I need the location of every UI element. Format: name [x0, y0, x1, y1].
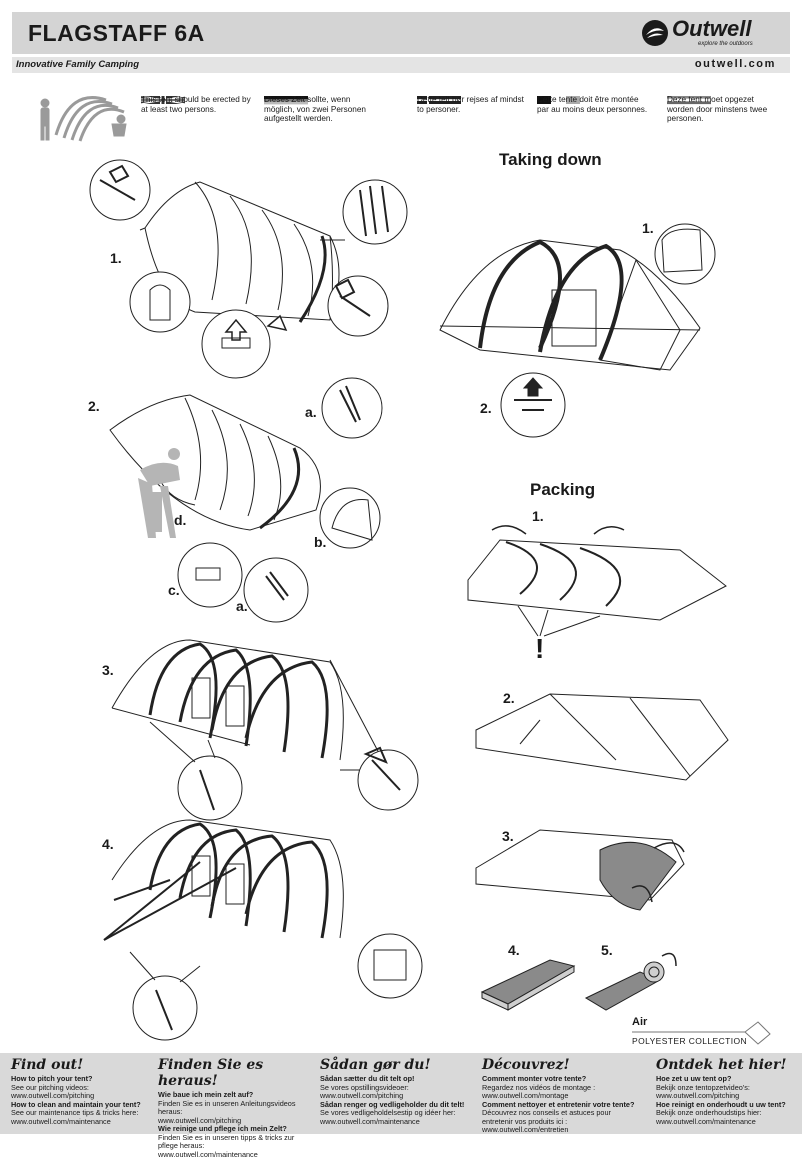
pump-detail-circle	[130, 272, 190, 332]
footer-t2-de: Finden Sie es in unseren tipps & tricks …	[158, 1134, 316, 1151]
step2-label-c: c.	[168, 582, 180, 598]
step2-label-a-bottom: a.	[236, 598, 248, 614]
door-detail-circle	[655, 224, 715, 284]
packing-step2	[476, 694, 728, 780]
notice-de: Dieses Zelt sollte, wenn möglich, von zw…	[264, 95, 379, 124]
peg-detail-circle	[178, 756, 242, 820]
pitch-step-2-label: 2.	[88, 398, 100, 414]
packing-step1	[468, 526, 726, 636]
footer-heading-en: Find out!	[11, 1057, 169, 1073]
footer-link2-de[interactable]: www.outwell.com/maintenance	[158, 1151, 316, 1159]
air-badge-label: Air	[632, 1016, 647, 1028]
footer-t2-fr: Découvrez nos conseils et astuces pour e…	[482, 1109, 640, 1126]
taking-down-title: Taking down	[499, 150, 602, 170]
footer-col-da: Sådan gør du! Sådan sætter du dit telt o…	[320, 1057, 478, 1126]
takedown-step-2-label: 2.	[480, 400, 492, 416]
notice-nl: Deze tent moet opgezet worden door minst…	[667, 95, 782, 124]
footer-heading-da: Sådan gør du!	[320, 1057, 478, 1073]
packing-step4-folded	[482, 960, 574, 1010]
packing-step-5-label: 5.	[601, 942, 613, 958]
step2-label-a-top: a.	[305, 404, 317, 420]
notice-fr: Cette tente doit être montée par au moin…	[537, 95, 652, 114]
strap-a-detail-circle	[322, 378, 382, 438]
pitch-step-3-label: 3.	[102, 662, 114, 678]
footer-t1-de: Finden Sie es in unseren Anleitungsvideo…	[158, 1100, 316, 1117]
step2-label-d: d.	[174, 512, 186, 528]
two-persons-icon	[41, 98, 126, 141]
illustrations	[0, 0, 802, 1134]
packing-step-3-label: 3.	[502, 828, 514, 844]
packing-step-2-label: 2.	[503, 690, 515, 706]
pitch-step-1-label: 1.	[110, 250, 122, 266]
footer-heading-de: Finden Sie es heraus!	[158, 1057, 316, 1089]
footer-col-nl: Ontdek het hier! Hoe zet u uw tent op? B…	[656, 1057, 796, 1126]
packing-step-4-label: 4.	[508, 942, 520, 958]
valve-c-detail-circle	[178, 543, 242, 607]
footer-link2-nl[interactable]: www.outwell.com/maintenance	[656, 1118, 796, 1127]
notice-da: Dette telt bør rejses af mindst to perso…	[417, 95, 532, 114]
packing-title: Packing	[530, 480, 595, 500]
packing-step5-rolled	[586, 954, 676, 1010]
footer-col-en: Find out! How to pitch your tent? See ou…	[11, 1057, 169, 1126]
window-detail-circle	[358, 934, 422, 998]
footer-heading-nl: Ontdek het hier!	[656, 1057, 796, 1073]
footer-link2-da[interactable]: www.outwell.com/maintenance	[320, 1118, 478, 1127]
footer-heading-fr: Découvrez!	[482, 1057, 640, 1073]
footer-col-de: Finden Sie es heraus! Wie baue ich mein …	[158, 1057, 316, 1159]
takedown-step-1-label: 1.	[642, 220, 654, 236]
footer-link2-fr[interactable]: www.outwell.com/entretien	[482, 1126, 640, 1135]
footer: Find out! How to pitch your tent? See ou…	[0, 1053, 802, 1134]
packing-warning-mark: !	[535, 633, 544, 665]
mallet-detail-circle-3	[358, 750, 418, 810]
pitch-step3-tent	[112, 640, 418, 820]
footer-link2-en[interactable]: www.outwell.com/maintenance	[11, 1118, 169, 1127]
pitch-step4-tent	[104, 820, 422, 1040]
pegs-detail-circle	[343, 180, 407, 244]
collection-label: POLYESTER COLLECTION	[632, 1036, 747, 1046]
mallet-detail-circle	[90, 160, 150, 220]
pitch-step1-tent	[90, 160, 407, 378]
footer-col-fr: Découvrez! Comment monter votre tente? R…	[482, 1057, 640, 1135]
packing-step-1-label: 1.	[532, 508, 544, 524]
door-b-detail-circle	[320, 488, 380, 548]
step2-label-b: b.	[314, 534, 326, 550]
pitch-step-4-label: 4.	[102, 836, 114, 852]
notice-en: This tent should be erected by at least …	[141, 95, 256, 114]
peg-detail-circle-4	[133, 976, 197, 1040]
